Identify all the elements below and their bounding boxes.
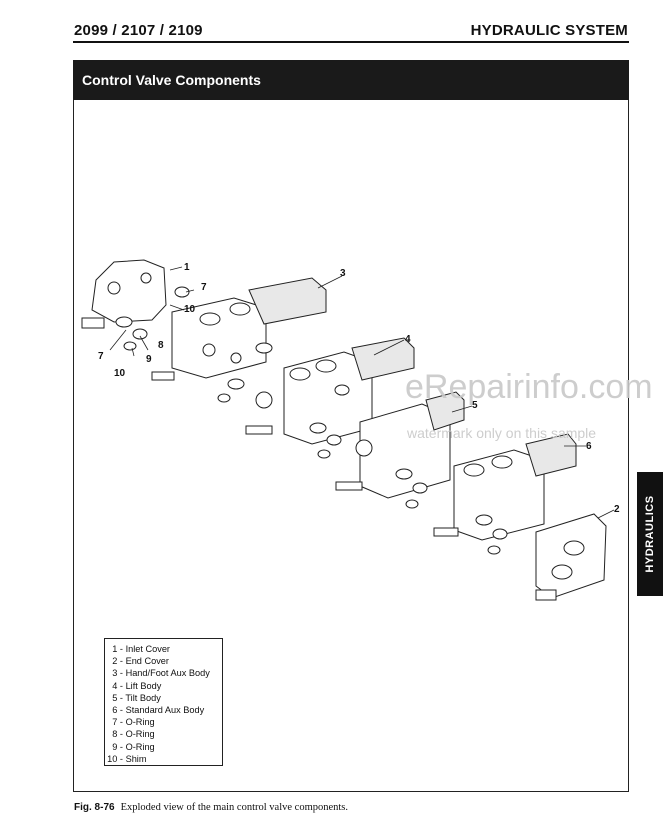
leader-lines xyxy=(109,266,615,519)
callout-7-upper: 7 xyxy=(201,282,207,293)
o-rings-4 xyxy=(309,384,350,459)
callout-8: 8 xyxy=(158,340,164,351)
standard-aux-body-part xyxy=(433,433,577,541)
callout-1: 1 xyxy=(184,262,190,273)
inlet-cover-part xyxy=(81,259,167,329)
callout-4: 4 xyxy=(405,334,411,345)
callout-9: 9 xyxy=(146,354,152,365)
legend-item: 8 - O-Ring xyxy=(112,729,155,740)
o-rings-5 xyxy=(395,468,428,509)
callout-5: 5 xyxy=(472,400,478,411)
figure-caption: Fig. 8-76 Exploded view of the main contr… xyxy=(74,802,348,813)
header-rule xyxy=(73,41,629,43)
legend-item: 7 - O-Ring xyxy=(112,717,155,728)
legend-item: 4 - Lift Body xyxy=(112,680,162,691)
legend-item: 6 - Standard Aux Body xyxy=(112,705,205,716)
end-cover-part xyxy=(535,513,607,601)
parts-legend: 1 - Inlet Cover 2 - End Cover 3 - Hand/F… xyxy=(104,638,223,766)
lift-body-part xyxy=(245,337,415,445)
callout-7-lower: 7 xyxy=(98,351,104,362)
callout-10-upper: 10 xyxy=(184,304,196,315)
o-rings-left xyxy=(115,286,190,351)
exploded-view-diagram: 1 7 10 3 4 5 6 2 8 7 9 10 xyxy=(81,259,620,601)
o-rings-3 xyxy=(217,342,273,403)
legend-item: 10 - Shim xyxy=(107,753,147,764)
hand-foot-aux-body-part xyxy=(151,277,327,381)
figure-caption-text: Exploded view of the main control valve … xyxy=(120,802,349,813)
o-rings-6 xyxy=(475,514,508,555)
legend-item: 2 - End Cover xyxy=(112,656,169,667)
tilt-body-part xyxy=(335,391,465,499)
watermark-main: eRepairinfo.com xyxy=(405,368,653,406)
legend-item: 5 - Tilt Body xyxy=(112,692,161,703)
page-title: Control Valve Components xyxy=(73,60,629,100)
header-section-title: HYDRAULIC SYSTEM xyxy=(470,22,628,39)
legend-item: 9 - O-Ring xyxy=(112,741,155,752)
legend-item: 3 - Hand/Foot Aux Body xyxy=(112,668,210,679)
callout-2: 2 xyxy=(614,504,620,515)
side-tab-label: HYDRAULICS xyxy=(644,495,656,573)
figure-number: Fig. 8-76 xyxy=(74,802,115,813)
header-model-numbers: 2099 / 2107 / 2109 xyxy=(74,22,203,39)
callout-6: 6 xyxy=(586,441,592,452)
callout-3: 3 xyxy=(340,268,346,279)
watermark-sub: watermark only on this sample xyxy=(407,425,597,441)
legend-item: 1 - Inlet Cover xyxy=(112,644,170,654)
figure-frame xyxy=(73,100,629,792)
section-side-tab: HYDRAULICS xyxy=(637,472,663,596)
callout-10-lower: 10 xyxy=(114,368,126,379)
